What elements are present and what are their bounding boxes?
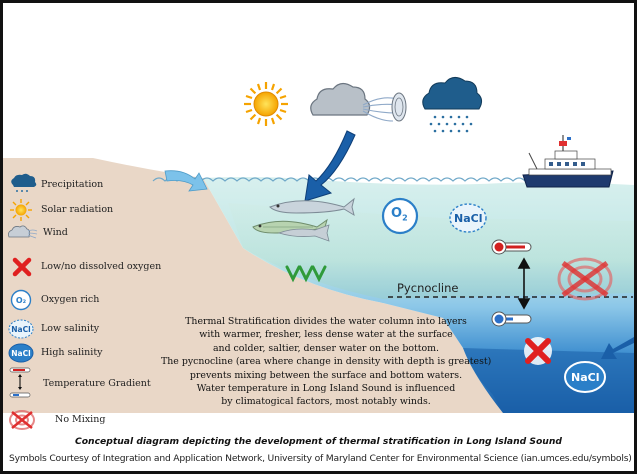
legend-label: Temperature Gradient (43, 378, 151, 389)
description-text: Thermal Stratification divides the water… (161, 315, 491, 409)
legend-item-low-salinity: NaCl Low salinity (3, 317, 203, 341)
legend-item-low-oxygen: Low/no dissolved oxygen (3, 255, 203, 279)
runoff-arrow (164, 170, 208, 192)
legend-label: No Mixing (55, 414, 106, 425)
red-x-icon (524, 337, 552, 365)
description-line: Thermal Stratification divides the water… (185, 316, 467, 327)
legend-label: Wind (43, 227, 68, 238)
legend-item-oxygen-rich: O₂ Oxygen rich (3, 288, 203, 312)
red-x-icon (12, 257, 32, 277)
o2-subscript: 2 (402, 213, 408, 223)
o2-bubble-icon: O₂ (10, 289, 32, 311)
fish-icon (269, 197, 355, 217)
legend-label: High salinity (41, 347, 103, 358)
svg-text:O₂: O₂ (16, 296, 27, 305)
legend-label: Precipitation (41, 179, 104, 190)
temperature-gradient-arrow (517, 257, 531, 310)
inflow-arrow (601, 337, 634, 359)
symbols-credit: Symbols Courtesy of Integration and Appl… (9, 453, 632, 464)
description-line: and colder, saltier, denser water on the… (212, 342, 440, 354)
nacl-high-icon: NaCl (8, 343, 34, 363)
svg-text:NaCl: NaCl (11, 325, 30, 334)
svg-text:NaCl: NaCl (11, 349, 30, 358)
sun-icon (10, 199, 32, 221)
thermometer-gradient-icon (9, 367, 31, 398)
description-line: with warmer, fresher, less dense water a… (199, 329, 453, 341)
description-line: by climatogical factors, most notably wi… (221, 396, 431, 408)
figure-caption: Conceptual diagram depicting the develop… (75, 436, 562, 447)
wind-cloud-icon (310, 82, 407, 122)
surface-layer-tint (228, 203, 634, 299)
rain-cloud-icon (11, 173, 37, 192)
seagrass-icon (285, 265, 327, 283)
legend-label: Oxygen rich (41, 294, 100, 305)
no-mixing-icon (9, 410, 35, 430)
legend-item-no-mixing: No Mixing (3, 408, 203, 432)
legend-item-high-salinity: NaCl High salinity (3, 341, 203, 365)
legend-item-temperature-gradient: Temperature Gradient (3, 366, 203, 400)
legend-item-solar-radiation: Solar radiation (3, 198, 203, 222)
fish-icon (277, 224, 330, 242)
o2-bubble-text: O2 (391, 206, 408, 223)
legend-label: Solar radiation (41, 204, 114, 215)
wind-energy-arrow (304, 130, 356, 202)
land-mass (3, 158, 503, 413)
description-line: The pycnocline (area where change in den… (161, 356, 492, 368)
description-line: prevents mixing between the surface and … (189, 369, 463, 381)
thermometer-warm-icon (491, 239, 532, 255)
wind-icon (8, 225, 38, 239)
legend-item-precipitation: Precipitation (3, 173, 203, 197)
legend-item-wind: Wind (3, 221, 203, 245)
nacl-high-text: NaCl (571, 371, 600, 384)
o2-bubble-icon (381, 197, 419, 235)
research-vessel-icon (522, 135, 614, 188)
nacl-low-icon (449, 203, 487, 233)
no-mixing-icon (557, 257, 613, 301)
sun-icon (244, 82, 288, 126)
description-line: Water temperature in Long Island Sound i… (196, 383, 456, 395)
legend-label: Low/no dissolved oxygen (41, 261, 162, 272)
legend-label: Low salinity (41, 323, 100, 334)
o2-symbol: O (391, 206, 403, 221)
stratification-scene (3, 77, 634, 413)
rain-cloud-icon (422, 77, 483, 133)
nacl-low-icon: NaCl (8, 319, 34, 339)
thermometer-cold-icon (491, 311, 532, 327)
nacl-low-text: NaCl (454, 212, 483, 225)
nacl-high-icon (564, 361, 606, 393)
pycnocline-label: Pycnocline (397, 281, 459, 295)
